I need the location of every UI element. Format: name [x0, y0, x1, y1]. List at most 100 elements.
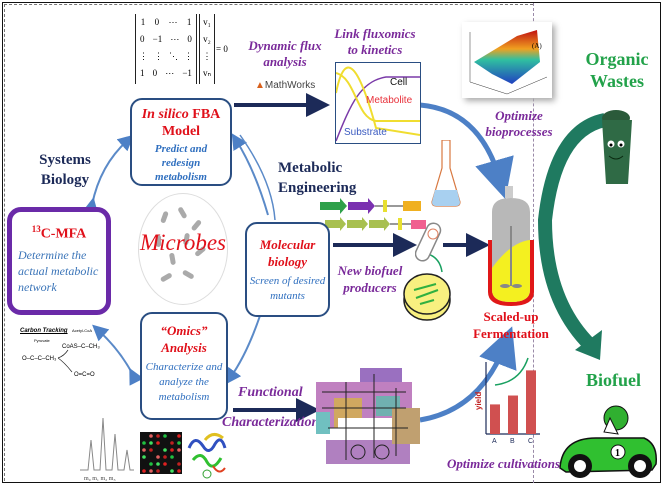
mfa-desc: Determine the actual metabolic network [18, 247, 99, 294]
microarray-spot [177, 448, 181, 452]
microarray-spot [149, 469, 153, 473]
metabolic-engineering-label: Metabolic Engineering [278, 160, 357, 196]
kinetics-plot: Cell Metabolite Substrate [335, 62, 421, 144]
promoter-1 [383, 200, 387, 212]
microarray-spot [170, 448, 174, 452]
microarray-spot [163, 455, 167, 459]
microarray-spot [163, 434, 167, 438]
metabolic-network-map [316, 368, 420, 464]
matrix-cell: 0 [140, 34, 145, 44]
surface-plot: (A) [462, 22, 552, 98]
flask-icon [431, 140, 461, 207]
matrix-cell: 0 [154, 17, 160, 27]
microbes-circle [138, 193, 228, 305]
gene-purple [348, 198, 375, 214]
optimize-cultivations-label: Optimize cultivations [447, 456, 561, 471]
y-axis-label: yield [474, 392, 483, 410]
microarray-spot [156, 469, 160, 473]
microarray-spot [170, 441, 174, 445]
carbon-tracking-panel: Carbon Tracking Acetyl-CoA Pyruvate O–C–… [20, 328, 110, 388]
curve-cell [335, 76, 420, 142]
outer-frame [2, 2, 661, 483]
mathworks-text: MathWorks [264, 80, 316, 91]
metabolite-label: Metabolite [366, 95, 413, 106]
matrix-cell: 1 [140, 17, 146, 27]
trend-arrow [494, 357, 529, 386]
matrix-row: 0−1⋯0 [136, 31, 196, 48]
x-tick-A: A [492, 438, 497, 445]
microarray-spot [149, 441, 153, 445]
molecular-desc: Screen of desired mutants [249, 275, 326, 302]
matrix-cell: 1 [140, 68, 145, 78]
matrix-cell: 0 [152, 68, 158, 78]
matrix-cell: ⋮ [154, 51, 163, 61]
mass-spectrum: m₀ m₁ m₂ m₃ [80, 417, 134, 482]
mfa-title-sup: 13 [31, 224, 41, 234]
vector-cell: ⋮ [202, 51, 212, 61]
surface-panel-label: (A) [532, 42, 542, 50]
microarray-spot [177, 469, 181, 473]
optimize-bioprocesses-label: Optimize bioprocesses [485, 108, 553, 139]
microarray-spot [149, 462, 153, 466]
microarray-spot [142, 441, 146, 445]
matrix-cell: −1 [182, 68, 192, 78]
microarray-spot [156, 434, 160, 438]
microbes-label: Microbes [139, 230, 226, 255]
mathworks-logo: ▲MathWorks [255, 80, 315, 91]
fba-title: In silico FBA Model [132, 106, 230, 140]
microarray-spot [149, 434, 153, 438]
svg-text:CoAS–C–CH₃: CoAS–C–CH₃ [62, 344, 100, 350]
microarray-spot [177, 434, 181, 438]
arrow-network-to-fermenter [419, 326, 517, 423]
microbe-cells [156, 207, 206, 282]
arrow-systems-to-fba [82, 134, 134, 215]
terminator-1 [403, 201, 421, 211]
bar-A [490, 404, 500, 434]
microarray-spot [177, 441, 181, 445]
carbon-tracking-label: Carbon Tracking [20, 328, 68, 334]
gene-green [320, 198, 347, 214]
arrow-fba-to-molecular [239, 134, 276, 221]
fba-title-italic: In silico [141, 107, 189, 122]
curve-substrate [335, 66, 421, 136]
waste-bin-icon [598, 108, 634, 186]
organic-wastes-label: Organic Wastes [585, 49, 649, 91]
matrix-cell: −1 [152, 34, 163, 44]
bar-C [526, 370, 536, 434]
fba-model-box: In silico FBA Model Predict and redesign… [130, 98, 232, 186]
omics-title-line2: Analysis [161, 340, 207, 355]
microarray-spot [156, 462, 160, 466]
svg-text:1: 1 [615, 448, 620, 459]
vector-cell: vₙ [202, 68, 212, 78]
process-panel-border [4, 4, 533, 481]
dynamic-flux-label: Dynamic flux analysis [248, 38, 322, 69]
matrix-cell: ⋱ [169, 51, 178, 61]
microarray-spot [177, 462, 181, 466]
microarray-spot [149, 448, 153, 452]
microarray-spot [142, 455, 146, 459]
cell-label: Cell [390, 77, 408, 88]
functional-label: Functional [238, 385, 303, 400]
omics-title: “Omics” Analysis [142, 322, 226, 356]
promoter-2 [398, 218, 402, 230]
mfa-box: 13C-MFA Determine the actual metabolic n… [7, 207, 111, 315]
matrix-row: ⋮⋮⋱⋮ [136, 48, 196, 65]
svg-text:m₀ m₁ m₂ m₃: m₀ m₁ m₂ m₃ [84, 476, 116, 482]
matrix-cell: 1 [186, 17, 192, 27]
x-tick-B: B [510, 438, 515, 445]
microarray-spot [163, 462, 167, 466]
gene-constructs [320, 198, 426, 231]
microarray-spot [170, 455, 174, 459]
protein-structure-icon [187, 433, 227, 479]
arrow-head-biofuel [575, 330, 602, 360]
characterization-label: Characterization [222, 415, 320, 430]
scaled-up-fermentation-label: Scaled-up Fermentation [473, 309, 549, 341]
molecular-biology-box: Molecular biology Screen of desired muta… [245, 222, 330, 317]
arrow-metabolic-to-fba [231, 133, 269, 216]
fba-title-line2: Model [161, 124, 201, 139]
